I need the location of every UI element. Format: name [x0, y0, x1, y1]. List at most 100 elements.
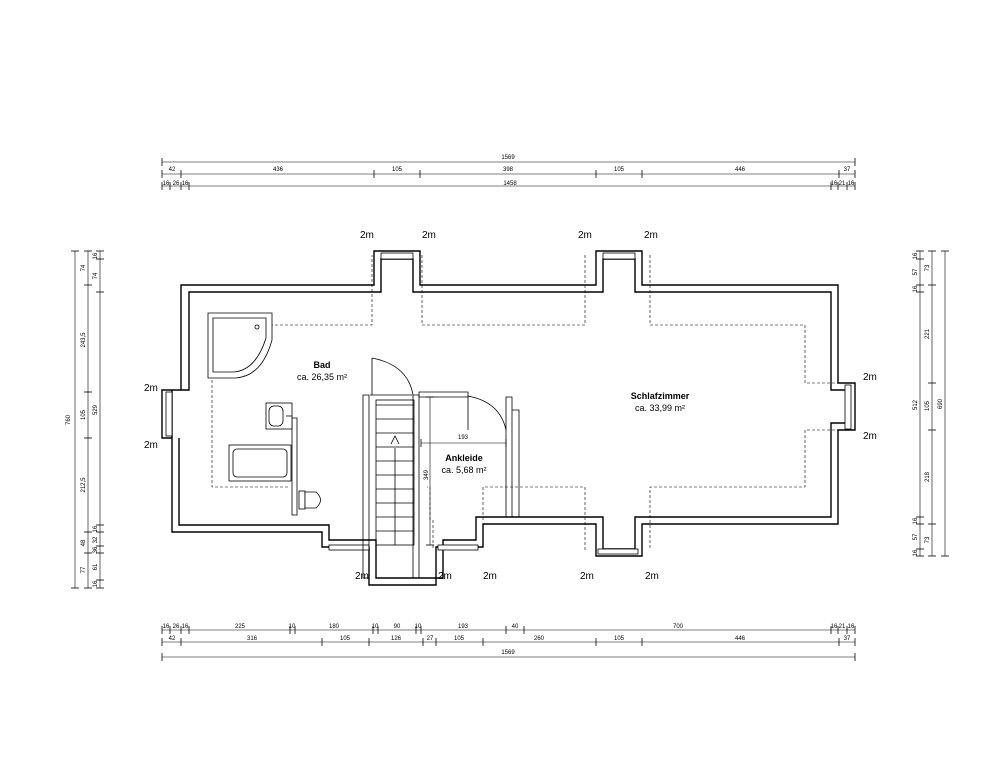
dim-right-i3: 16 — [913, 285, 919, 292]
top-dimensions: 1569 42 436 105 398 105 446 37 — [161, 155, 856, 190]
dim-bot-2: 26 — [173, 624, 180, 630]
window-bottom-ankleide — [437, 544, 479, 551]
dim-left-i6: 36 — [93, 546, 99, 553]
dim-top-6: 446 — [735, 167, 746, 173]
dim-left-i4: 16 — [93, 525, 99, 532]
dim-top-3: 105 — [392, 167, 403, 173]
dim-top-1: 42 — [169, 167, 176, 173]
window-right — [844, 384, 852, 430]
dim-right-n2: 105 — [925, 400, 931, 411]
dim-bot-total: 1569 — [501, 650, 515, 656]
dim-right-i1: 16 — [913, 252, 919, 259]
bottom-dimensions: 16 26 16 225 10 180 10 90 10 193 40 700 … — [161, 624, 856, 661]
dim-top-2: 436 — [273, 167, 284, 173]
room-name-ankleide: Ankleide — [445, 453, 483, 463]
height-label: 2m — [438, 571, 452, 582]
dim-right-i4: 16 — [913, 517, 919, 524]
dim-right-m1: 73 — [925, 264, 931, 271]
dim-bot-r2-6: 105 — [454, 636, 465, 642]
dim-left-i1: 16 — [93, 252, 99, 259]
dim-top-7: 37 — [844, 167, 851, 173]
dim-right-i5: 57 — [913, 533, 919, 540]
height-label: 2m — [144, 383, 158, 394]
dim-right-i2: 57 — [913, 268, 919, 275]
dim-bot-6: 180 — [329, 624, 340, 630]
dim-bot-4: 225 — [235, 624, 246, 630]
dim-top-r3-6: 21 — [839, 181, 846, 187]
dim-top-r3-4: 1458 — [503, 181, 517, 187]
height-label: 2m — [644, 230, 658, 241]
dim-bot-5: 10 — [289, 624, 296, 630]
dim-bot-15: 16 — [848, 624, 855, 630]
height-label: 2m — [483, 571, 497, 582]
dim-right-m3: 73 — [925, 536, 931, 543]
dim-left-i7: 61 — [93, 563, 99, 570]
dim-left-m4: 212,5 — [81, 477, 87, 493]
dim-top-r3-5: 16 — [831, 181, 838, 187]
corner-bathtub — [207, 312, 273, 379]
dim-left-i5: 32 — [93, 536, 99, 543]
bathtub — [228, 444, 292, 482]
dim-bot-9: 10 — [415, 624, 422, 630]
dim-right-n1: 221 — [925, 328, 931, 339]
dim-bot-r2-10: 37 — [844, 636, 851, 642]
dim-left-m5: 48 — [81, 539, 87, 546]
window-left — [165, 391, 173, 437]
dim-left-i3: 529 — [93, 404, 99, 415]
dim-top-5: 105 — [614, 167, 625, 173]
dim-bot-10: 193 — [458, 624, 469, 630]
dim-top-4: 398 — [503, 167, 514, 173]
dim-bot-12: 700 — [673, 624, 684, 630]
windows — [165, 252, 852, 555]
dim-left-m2: 243,5 — [81, 332, 87, 348]
room-name-schlafzimmer: Schlafzimmer — [631, 391, 690, 401]
dim-left-m6: 77 — [81, 566, 87, 573]
dim-left-m3: 105 — [81, 409, 87, 420]
height-markers: 2m 2m 2m 2m 2m 2m 2m 2m 2m 2m 2m 2m 2m — [144, 230, 877, 582]
height-label: 2m — [144, 440, 158, 451]
height-label: 2m — [422, 230, 436, 241]
dim-left-m1: 74 — [81, 264, 87, 271]
dim-right-n3: 218 — [925, 471, 931, 482]
height-label: 2m — [355, 571, 369, 582]
dim-bot-r2-3: 105 — [340, 636, 351, 642]
dim-top-r3-3: 16 — [182, 181, 189, 187]
dim-right-m2: 512 — [913, 399, 919, 410]
dim-bot-r2-1: 42 — [169, 636, 176, 642]
height-label: 2m — [360, 230, 374, 241]
window-top-left — [380, 252, 414, 260]
staircase — [375, 399, 415, 546]
dim-bot-r2-5: 27 — [427, 636, 434, 642]
room-labels: Bad ca. 26,35 m² Schlafzimmer ca. 33,99 … — [297, 360, 690, 475]
room-area-schlafzimmer: ca. 33,99 m² — [635, 403, 685, 413]
doors — [370, 357, 507, 431]
sink — [265, 402, 293, 430]
dim-top-r3-1: 16 — [163, 181, 170, 187]
height-label: 2m — [578, 230, 592, 241]
room-name-bad: Bad — [313, 360, 330, 370]
height-label: 2m — [580, 571, 594, 582]
window-bottom-bedroom — [597, 548, 639, 555]
dim-bot-13: 16 — [831, 624, 838, 630]
dim-bot-r2-9: 446 — [735, 636, 746, 642]
left-dimensions: 760 74 243,5 105 212,5 48 77 — [66, 250, 104, 589]
dim-bot-r2-2: 316 — [247, 636, 258, 642]
right-dimensions: 16 57 16 512 16 57 16 73 221 105 218 73 … — [913, 250, 949, 557]
dim-bot-3: 16 — [182, 624, 189, 630]
bathroom-fixtures — [207, 312, 321, 510]
dim-right-i6: 16 — [913, 549, 919, 556]
ankleide-dimensions: 193 349 — [420, 396, 507, 546]
dim-top-r3-7: 16 — [848, 181, 855, 187]
room-area-bad: ca. 26,35 m² — [297, 372, 347, 382]
dim-left-total: 760 — [66, 414, 72, 425]
dim-bot-11: 40 — [512, 624, 519, 630]
toilet — [298, 490, 321, 510]
dim-bot-r2-7: 260 — [534, 636, 545, 642]
dim-left-i8: 16 — [93, 580, 99, 587]
dim-bot-8: 90 — [394, 624, 401, 630]
dim-bot-1: 16 — [163, 624, 170, 630]
roof-slope-lines — [210, 255, 850, 550]
dim-top-r3-2: 26 — [173, 181, 180, 187]
window-top-right — [602, 252, 636, 260]
